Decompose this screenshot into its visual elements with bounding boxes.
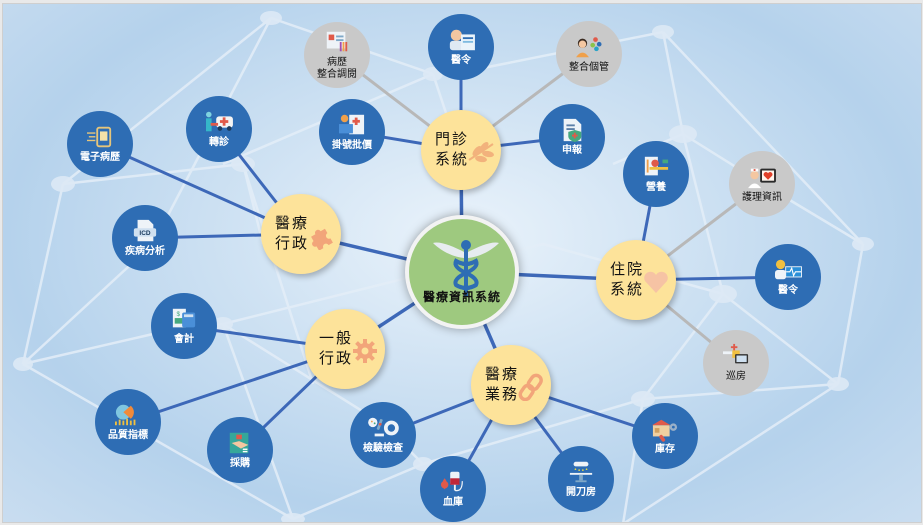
- satellite-label: 申報: [562, 145, 582, 156]
- satellite-clipboard[interactable]: 電子病歷: [67, 111, 133, 177]
- leaf-icon: [468, 142, 494, 163]
- surgery-light-icon: [569, 461, 593, 483]
- svg-text:$: $: [177, 311, 181, 318]
- heart-icon: [644, 271, 668, 293]
- satellite-label: 醫令: [778, 285, 798, 296]
- category-inpatient-system[interactable]: 住院系統: [596, 240, 676, 320]
- calculator-icon: $: [172, 308, 196, 328]
- satellite-microscope-scanner[interactable]: 檢驗檢查: [350, 402, 416, 468]
- ambulance-icon: [206, 111, 233, 132]
- billing-card-icon: [339, 114, 365, 135]
- satellite-label: 採購: [230, 458, 250, 469]
- category-general-administration[interactable]: 一般行政: [305, 309, 385, 389]
- hub-medical-information-system[interactable]: 醫療資訊系統: [405, 215, 519, 329]
- svg-text:ICD: ICD: [139, 230, 151, 237]
- category-label-line2: 系統: [610, 280, 645, 298]
- icd-file-icon: ICD: [133, 219, 157, 242]
- satellite-nutrition[interactable]: 營養: [623, 141, 689, 207]
- satellite-case-manager[interactable]: 整合個管: [556, 21, 622, 87]
- category-medical-administration[interactable]: 醫療行政: [261, 194, 341, 274]
- blood-bag-icon: [440, 471, 463, 492]
- category-label-line1: 醫療: [485, 365, 520, 383]
- category-label-line2: 業務: [485, 385, 520, 403]
- category-label-line1: 住院: [610, 260, 645, 278]
- satellite-label: 轉診: [209, 137, 229, 148]
- satellite-label: 血庫: [443, 497, 463, 508]
- clipboard-icon: [87, 126, 112, 148]
- satellite-doctor-prescription[interactable]: 醫令: [428, 14, 494, 80]
- doctor-prescription-icon: [449, 29, 475, 51]
- nurse-monitor-icon: [748, 168, 776, 189]
- records-icon: [326, 31, 348, 52]
- satellite-calculator[interactable]: $ 會計: [151, 293, 217, 359]
- category-outpatient-system[interactable]: 門診系統: [421, 110, 501, 190]
- satellite-handshake[interactable]: 採購: [207, 417, 273, 483]
- satellite-label: 整合個管: [569, 62, 609, 73]
- satellite-label: 會計: [174, 334, 194, 345]
- pie-chart-icon: [115, 404, 136, 426]
- nutrition-icon: [644, 156, 669, 176]
- satellite-label: 庫存: [655, 444, 675, 455]
- satellite-blood-bag[interactable]: 血庫: [420, 456, 486, 522]
- gear-icon: [353, 339, 377, 363]
- satellite-label: 巡房: [726, 371, 746, 382]
- handshake-icon: [229, 432, 249, 454]
- satellite-ward-round[interactable]: 巡房: [703, 330, 769, 396]
- satellite-billing-card[interactable]: 掛號批價: [319, 99, 385, 165]
- puzzle-icon: [311, 228, 333, 250]
- satellite-label: 掛號批價: [332, 140, 372, 151]
- satellite-label: 品質指標: [108, 430, 148, 441]
- caduceus-icon: [433, 240, 499, 297]
- doctor-monitor-icon: [775, 259, 802, 280]
- satellite-label: 護理資訊: [742, 192, 782, 203]
- satellite-label: 醫令: [451, 55, 471, 66]
- case-manager-icon: [576, 37, 602, 58]
- ward-round-icon: [723, 343, 749, 364]
- satellite-label: 檢驗檢查: [363, 443, 403, 454]
- document-shield-icon: [563, 118, 582, 143]
- category-label-line2: 系統: [435, 150, 470, 168]
- satellite-warehouse[interactable]: 庫存: [632, 403, 698, 469]
- hub-label: 醫療資訊系統: [422, 290, 501, 304]
- category-label-line1: 門診: [435, 130, 470, 148]
- warehouse-icon: [652, 419, 678, 442]
- satellite-label: 電子病歷: [80, 152, 120, 163]
- category-label-line1: 一般: [319, 329, 354, 347]
- chain-link-icon: [518, 373, 543, 401]
- satellite-nurse-monitor[interactable]: 護理資訊: [729, 151, 795, 217]
- satellite-icd-file[interactable]: ICD 疾病分析: [112, 205, 178, 271]
- category-label-line2: 行政: [319, 349, 354, 367]
- satellite-label: 病歷 整合調閱: [317, 57, 357, 80]
- diagram-canvas: 醫療資訊系統 門診系統 醫療行政 住院系統 一般行政: [2, 3, 922, 523]
- category-label-line2: 行政: [275, 234, 310, 252]
- satellite-document-shield[interactable]: 申報: [539, 104, 605, 170]
- satellite-ambulance[interactable]: 轉診: [186, 96, 252, 162]
- satellite-label: 疾病分析: [125, 246, 165, 257]
- microscope-scanner-icon: [368, 417, 399, 437]
- category-label-line1: 醫療: [275, 214, 310, 232]
- satellite-surgery-light[interactable]: 開刀房: [548, 446, 614, 512]
- satellite-label: 營養: [646, 182, 666, 193]
- satellite-records[interactable]: 病歷 整合調閱: [304, 22, 370, 88]
- satellite-pie-chart[interactable]: 品質指標: [95, 389, 161, 455]
- satellite-label: 開刀房: [566, 487, 596, 498]
- satellite-doctor-monitor[interactable]: 醫令: [755, 244, 821, 310]
- category-medical-operations[interactable]: 醫療業務: [471, 345, 551, 425]
